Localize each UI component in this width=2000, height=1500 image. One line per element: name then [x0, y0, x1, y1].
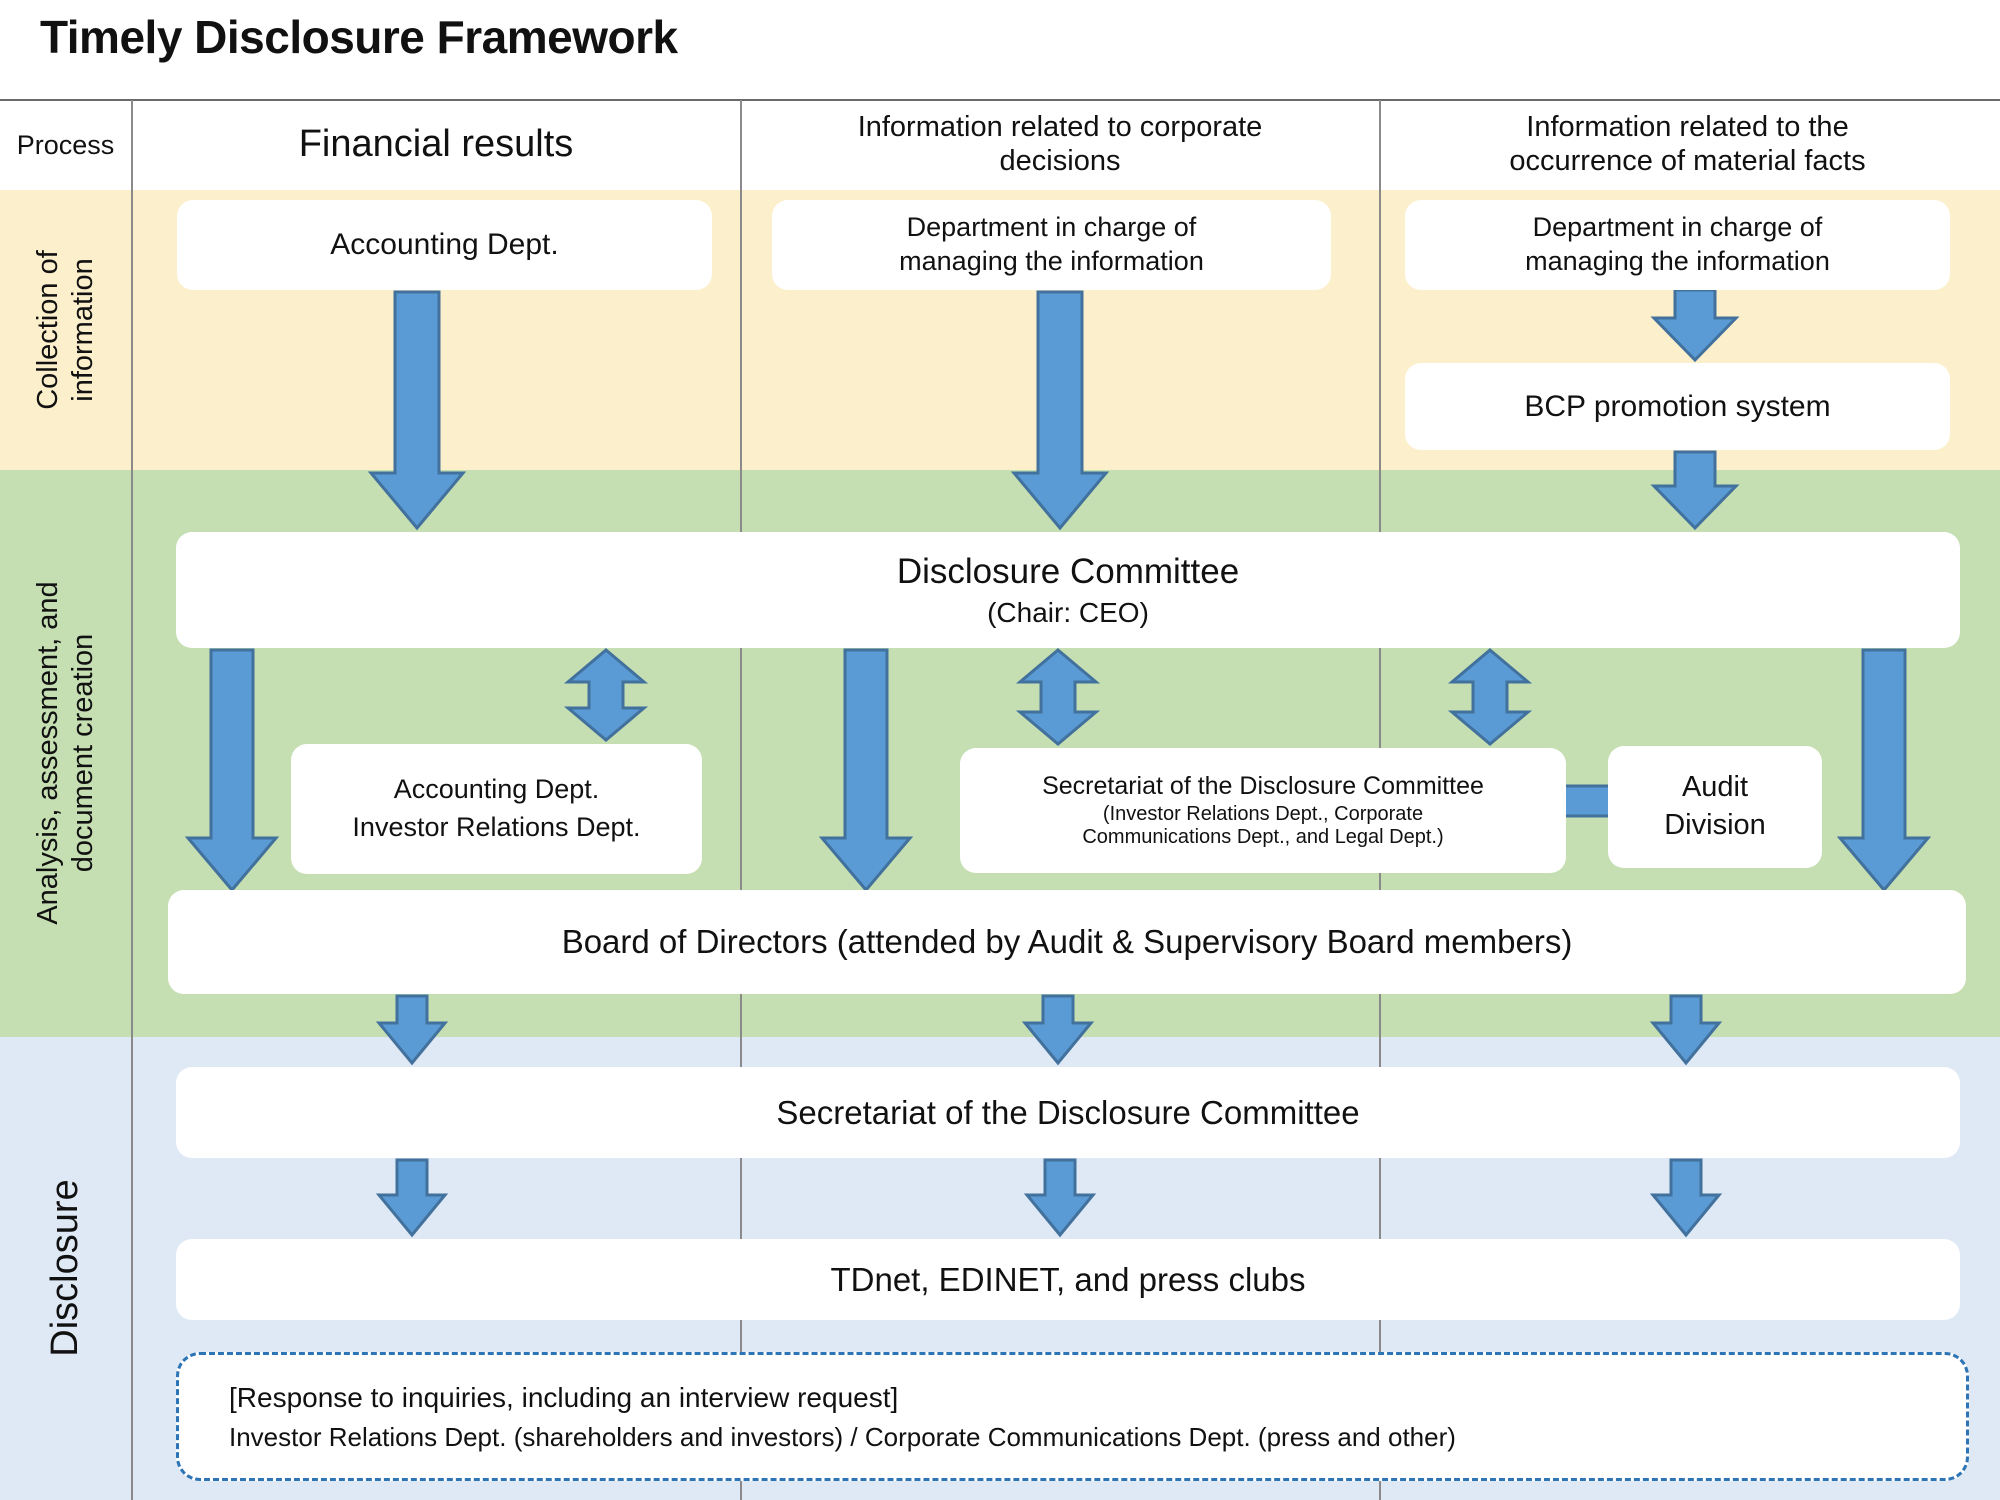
arrow-board-to-secretariat-right [1649, 994, 1723, 1066]
connector-secretariat-audit-division [1562, 784, 1614, 818]
box-dept-managing-info-corporate: Department in charge of managing the inf… [772, 200, 1331, 290]
arrow-board-to-secretariat-left [375, 994, 449, 1066]
box-dept-managing-info-material-text: Department in charge of managing the inf… [1525, 212, 1830, 276]
box-dept-managing-info-material: Department in charge of managing the inf… [1405, 200, 1950, 290]
arrow-committee-to-board-right [1836, 648, 1932, 893]
response-line-2: Investor Relations Dept. (shareholders a… [229, 1421, 1456, 1452]
arrow-committee-secretariat-bidirectional-left [1015, 648, 1101, 746]
audit-division-text: Audit Division [1664, 771, 1766, 841]
column-divider-1 [740, 100, 742, 1500]
box-audit-division: Audit Division [1608, 746, 1822, 868]
box-bcp-promotion-system: BCP promotion system [1405, 363, 1950, 450]
box-board-of-directors: Board of Directors (attended by Audit & … [168, 890, 1966, 994]
acct-ir-line-1: Accounting Dept. [393, 774, 600, 805]
arrow-committee-to-board-left [184, 648, 280, 893]
arrow-committee-to-board-center [818, 648, 914, 893]
response-line-1: [Response to inquiries, including an int… [229, 1381, 899, 1413]
header-divider-line [0, 99, 2000, 101]
arrow-dept-corporate-to-committee [1010, 290, 1110, 531]
secretariat-name: Secretariat of the Disclosure Committee [1042, 771, 1484, 800]
arrow-bcp-to-committee [1650, 450, 1740, 531]
box-accounting-investor-relations: Accounting Dept. Investor Relations Dept… [291, 744, 702, 874]
secretariat-members: (Investor Relations Dept., Corporate Com… [1082, 803, 1444, 849]
column-header-corporate-decisions-text: Information related to corporate decisio… [857, 110, 1263, 177]
box-secretariat-disclosure-lower: Secretariat of the Disclosure Committee [176, 1067, 1960, 1158]
arrow-secretariat-to-tdnet-left [375, 1158, 449, 1238]
acct-ir-line-2: Investor Relations Dept. [352, 812, 641, 842]
page-title: Timely Disclosure Framework [40, 11, 678, 63]
box-disclosure-committee: Disclosure Committee (Chair: CEO) [176, 532, 1960, 648]
process-header: Process [16, 129, 115, 160]
box-secretariat-of-disclosure-committee: Secretariat of the Disclosure Committee … [960, 748, 1566, 873]
column-header-financial-results: Financial results [298, 122, 574, 165]
box-accounting-dept: Accounting Dept. [177, 200, 712, 290]
arrow-secretariat-to-tdnet-right [1649, 1158, 1723, 1238]
arrow-accounting-to-committee [367, 290, 467, 531]
box-response-to-inquiries: [Response to inquiries, including an int… [176, 1352, 1969, 1481]
column-header-corporate-decisions: Information related to corporate decisio… [745, 100, 1375, 188]
column-divider-process [131, 100, 133, 1500]
disclosure-committee-chair: (Chair: CEO) [987, 597, 1149, 629]
disclosure-committee-title: Disclosure Committee [896, 551, 1240, 591]
arrow-board-to-secretariat-center [1021, 994, 1095, 1066]
arrow-committee-secretariat-bidirectional-right [1447, 648, 1533, 746]
arrow-secretariat-to-tdnet-center [1023, 1158, 1097, 1238]
arrow-committee-acctir-bidirectional [563, 648, 649, 742]
box-tdnet-edinet-press-clubs: TDnet, EDINET, and press clubs [176, 1239, 1960, 1320]
column-header-material-facts: Information related to the occurrence of… [1385, 100, 1990, 188]
box-dept-managing-info-corporate-text: Department in charge of managing the inf… [899, 212, 1204, 276]
arrow-dept-material-to-bcp [1650, 288, 1740, 363]
column-header-material-facts-text: Information related to the occurrence of… [1509, 110, 1866, 177]
